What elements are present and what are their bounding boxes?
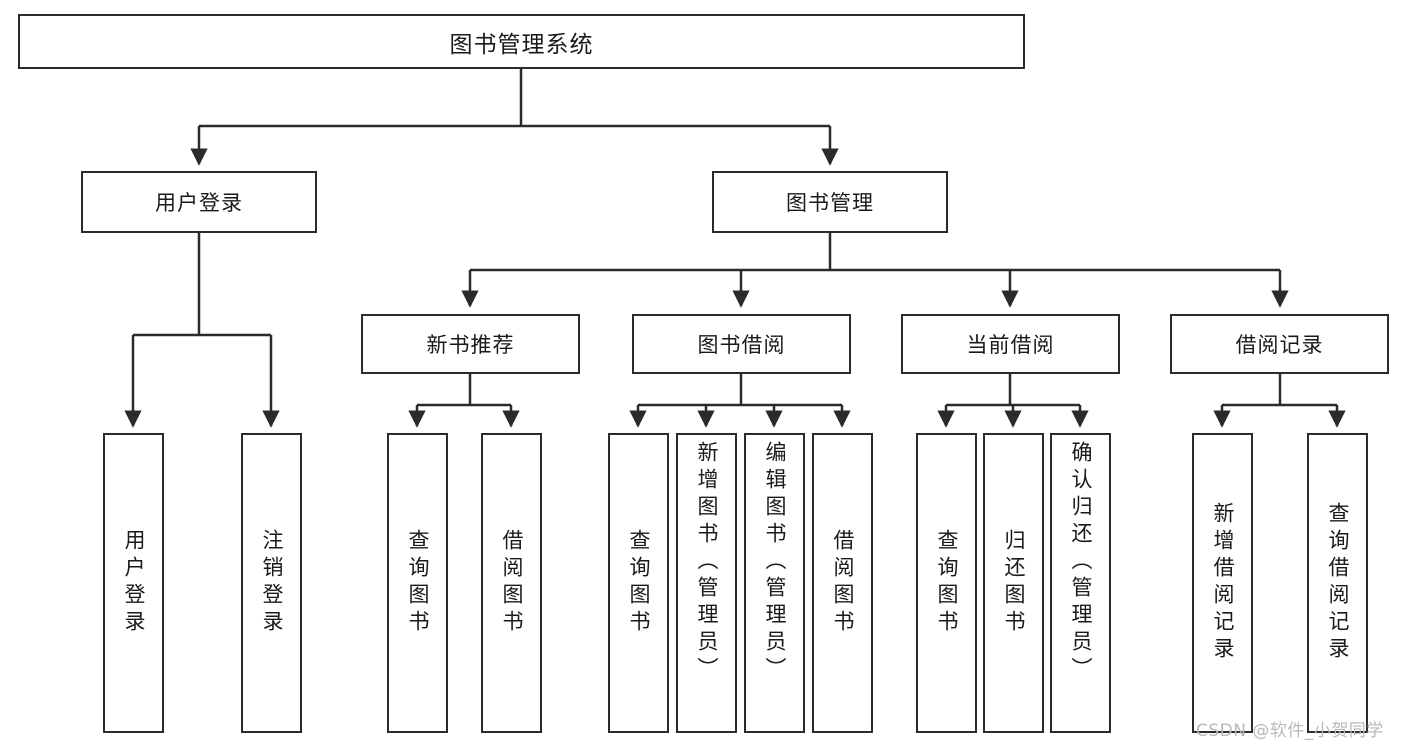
node-leaf-query-book-borrow[interactable]: 查询图书 (608, 433, 669, 733)
node-new-book-rec[interactable]: 新书推荐 (361, 314, 580, 374)
node-leaf-user-login[interactable]: 用户登录 (103, 433, 164, 733)
node-leaf-add-borrow-record[interactable]: 新增借阅记录 (1192, 433, 1253, 733)
watermark-text: CSDN @软件_小贺同学 (1196, 721, 1384, 741)
node-leaf-borrow-book-rec[interactable]: 借阅图书 (481, 433, 542, 733)
node-leaf-query-borrow-record[interactable]: 查询借阅记录 (1307, 433, 1368, 733)
node-book-manage[interactable]: 图书管理 (712, 171, 948, 233)
node-leaf-return-book[interactable]: 归还图书 (983, 433, 1044, 733)
node-leaf-query-book-current[interactable]: 查询图书 (916, 433, 977, 733)
node-leaf-edit-book-admin[interactable]: 编辑图书（管理员） (744, 433, 805, 733)
node-leaf-confirm-return-admin[interactable]: 确认归还（管理员） (1050, 433, 1111, 733)
node-current-borrow[interactable]: 当前借阅 (901, 314, 1120, 374)
node-leaf-logout[interactable]: 注销登录 (241, 433, 302, 733)
node-book-borrow[interactable]: 图书借阅 (632, 314, 851, 374)
node-leaf-borrow-book[interactable]: 借阅图书 (812, 433, 873, 733)
node-user-login[interactable]: 用户登录 (81, 171, 317, 233)
node-leaf-add-book-admin[interactable]: 新增图书（管理员） (676, 433, 737, 733)
node-borrow-record[interactable]: 借阅记录 (1170, 314, 1389, 374)
node-root[interactable]: 图书管理系统 (18, 14, 1025, 69)
node-leaf-query-book-rec[interactable]: 查询图书 (387, 433, 448, 733)
